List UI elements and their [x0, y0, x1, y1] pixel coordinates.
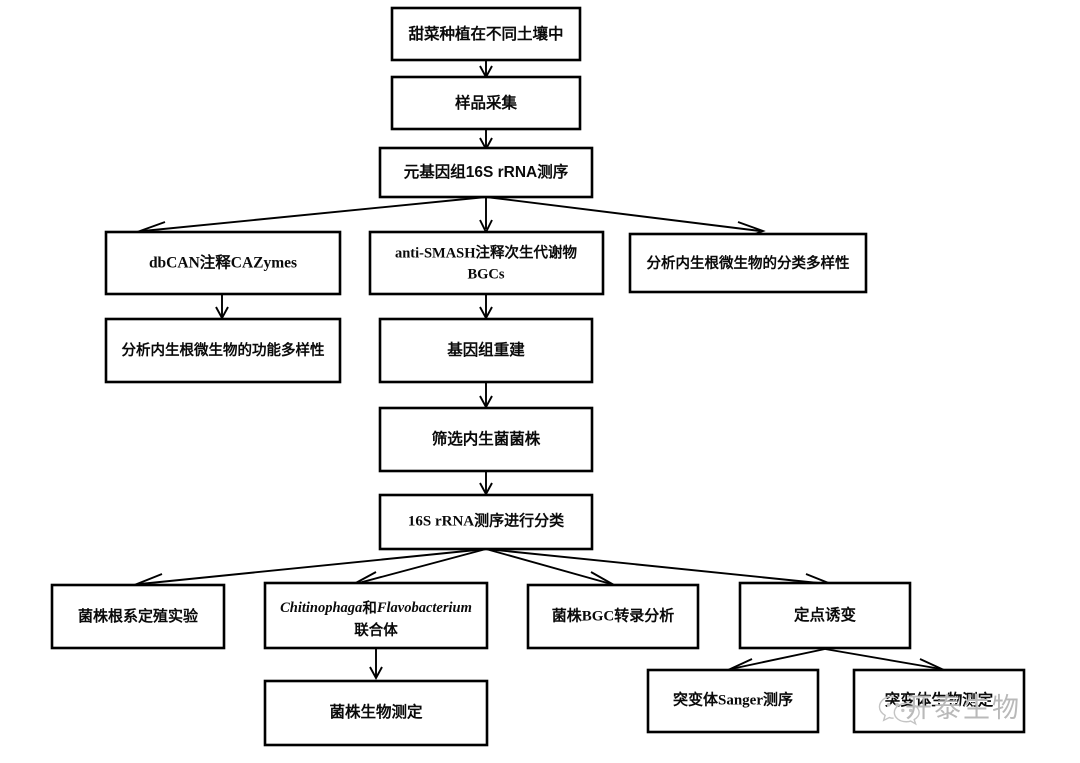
node-n8-label: 基因组重建 — [446, 340, 525, 359]
node-n3-label: 元基因组16S rRNA测序 — [404, 162, 569, 181]
node-n1-label: 甜菜种植在不同土壤中 — [408, 24, 563, 43]
node-n11-label: 菌株根系定殖实验 — [78, 607, 199, 625]
node-n1[interactable]: 甜菜种植在不同土壤中 — [390, 6, 582, 62]
node-n14[interactable]: 定点诱变 — [738, 581, 912, 650]
node-n13-label: 菌株BGC转录分析 — [552, 606, 675, 624]
node-n6[interactable]: 分析内生根微生物的分类多样性 — [628, 232, 868, 294]
edge-n9-n10 — [479, 471, 493, 496]
node-n5-label: anti-SMASH注释次生代谢物 — [395, 243, 578, 261]
node-n4-label: dbCAN注释CAZymes — [149, 253, 297, 272]
node-n15[interactable]: 菌株生物测定 — [263, 679, 489, 747]
node-n10[interactable]: 16S rRNA测序进行分类 — [378, 493, 594, 551]
node-n17-label: 突变体生物测定 — [885, 690, 994, 709]
node-n10-label: 16S rRNA测序进行分类 — [408, 511, 565, 529]
node-n12-label2: 联合体 — [354, 621, 398, 639]
node-n12-genus-b: Flavobacterium — [376, 600, 472, 616]
node-n4[interactable]: dbCAN注释CAZymes — [104, 230, 342, 296]
node-n16-label: 突变体Sanger测序 — [673, 690, 793, 708]
node-n12[interactable]: Chitinophaga和Flavobacterium 联合体 — [263, 581, 489, 650]
node-n9-label: 筛选内生菌菌株 — [432, 429, 541, 448]
node-n12-label-line1: Chitinophaga和Flavobacterium — [280, 600, 472, 617]
node-n7-label: 分析内生根微生物的功能多样性 — [122, 341, 325, 359]
edge-n4-n7 — [215, 294, 229, 320]
node-n12-conj: 和 — [362, 600, 377, 617]
node-n8[interactable]: 基因组重建 — [378, 317, 594, 384]
edge-n12-n15 — [369, 648, 383, 680]
node-n5[interactable]: anti-SMASH注释次生代谢物 BGCs — [368, 230, 605, 296]
node-n3[interactable]: 元基因组16S rRNA测序 — [378, 146, 594, 199]
node-n11[interactable]: 菌株根系定殖实验 — [50, 583, 226, 650]
edge-n1-n2 — [479, 60, 493, 79]
edge-n2-n3 — [479, 129, 493, 151]
node-n17[interactable]: 突变体生物测定 — [852, 668, 1026, 734]
edges-layer — [134, 60, 947, 680]
edge-n8-n9 — [479, 382, 493, 409]
nodes-layer: 甜菜种植在不同土壤中 样品采集 元基因组16S rRNA测序 dbCAN注释CA… — [50, 6, 1026, 747]
node-n12-genus-a: Chitinophaga — [280, 600, 362, 616]
node-n15-label: 菌株生物测定 — [329, 702, 423, 721]
node-n2[interactable]: 样品采集 — [390, 75, 582, 131]
node-n6-label: 分析内生根微生物的分类多样性 — [647, 254, 850, 272]
edge-n5-n8 — [479, 294, 493, 320]
node-n5-label2: BGCs — [467, 266, 504, 282]
node-n2-label: 样品采集 — [455, 93, 518, 112]
node-n7[interactable]: 分析内生根微生物的功能多样性 — [104, 317, 342, 384]
node-n14-label: 定点诱变 — [794, 605, 857, 624]
edge-n3-n5 — [479, 197, 493, 235]
node-n9[interactable]: 筛选内生菌菌株 — [378, 406, 594, 473]
node-n13[interactable]: 菌株BGC转录分析 — [526, 583, 700, 650]
node-n16[interactable]: 突变体Sanger测序 — [646, 668, 820, 734]
